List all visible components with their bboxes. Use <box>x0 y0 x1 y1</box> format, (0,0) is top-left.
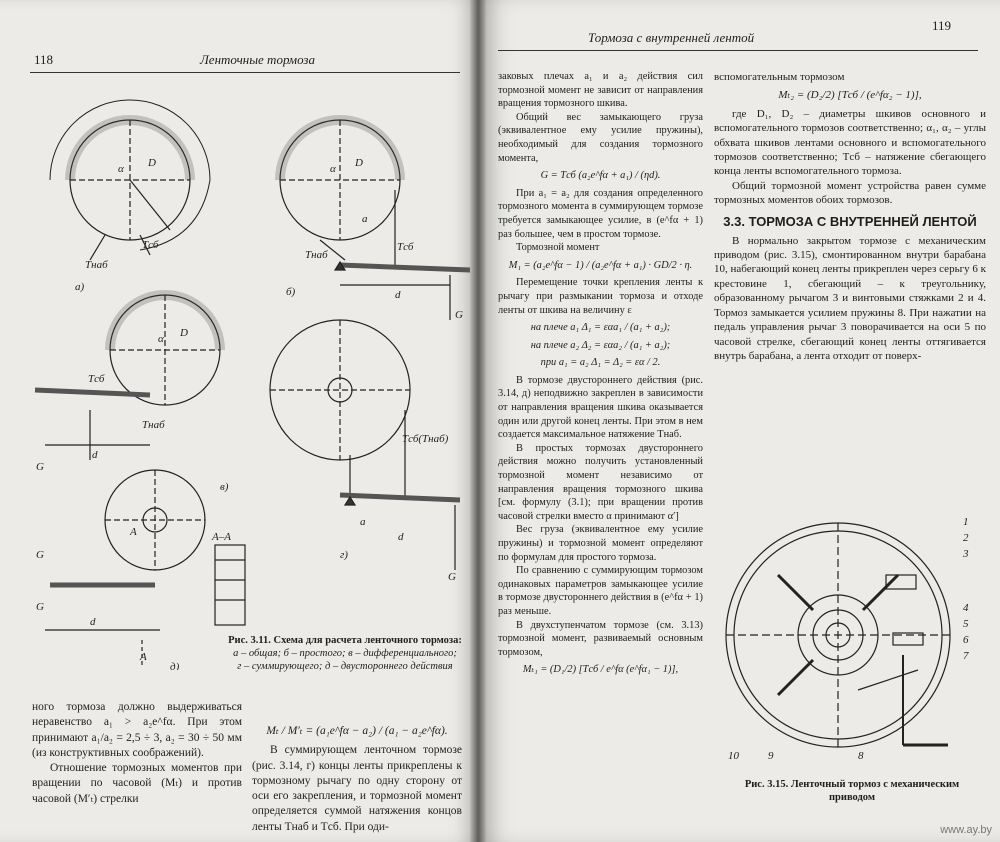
label-D-b: D <box>354 157 363 169</box>
book-gutter <box>470 0 486 842</box>
right-col1-f2: M₁ = (a₂e^fα − 1) / (a₂e^fα + a₁) · GD/2… <box>508 259 693 271</box>
fig315-num-5: 5 <box>963 618 969 630</box>
right-col1-p2: Общий вес замыкающего груза (эквивалентн… <box>498 111 703 164</box>
figure-3-11-v: α D Tсб Tнаб d G в) <box>34 290 229 493</box>
right-col1-f4: Mₜ₁ = (D₁/2) [Tсб / e^fα (e^fα₁ − 1)], <box>522 664 679 676</box>
right-col1-p3: При a₁ = a₂ для создания определенного т… <box>498 187 703 240</box>
right-col1-p7: В простых тормозах двустороннего действи… <box>498 442 703 522</box>
left-running-head: Ленточные тормоза <box>200 52 315 67</box>
fig315-num-10: 10 <box>728 750 740 762</box>
right-head-rule <box>498 50 978 51</box>
label-tsbnab-g: Tсб(Tнаб) <box>402 433 449 445</box>
label-alpha-a: α <box>118 163 124 175</box>
right-col1-text: заковых плечах a₁ и a₂ действия сил торм… <box>498 70 703 681</box>
fig315-num-2: 2 <box>963 532 969 544</box>
label-tnab-v: Tнаб <box>142 419 165 431</box>
label-d: д) <box>170 661 180 670</box>
right-col1-p1: заковых плечах a₁ и a₂ действия сил торм… <box>498 71 703 110</box>
right-col2-p2: где D₁, D₂ – диаметры шкивов основного и… <box>714 107 986 178</box>
left-col1-p2: Отношение тормозных моментов при вращени… <box>32 762 242 805</box>
label-A-bottom: A <box>139 651 147 663</box>
section-3-3-heading: 3.3. ТОРМОЗА С ВНУТРЕННЕЙ ЛЕНТОЙ <box>723 213 977 229</box>
right-col2-p1: вспомогательным тормозом <box>714 71 845 83</box>
label-alpha-b: α <box>330 163 336 175</box>
figure-3-15-caption-title: Рис. 3.15. Ленточный тормоз с механическ… <box>744 779 960 803</box>
label-G-g: G <box>448 571 456 583</box>
right-col1-f1: G = Tсб (a₂e^fα + a₁) / (ηd). <box>540 170 661 182</box>
left-page: 118 Ленточные тормоза α D Tсб Tн <box>0 0 478 842</box>
figure-3-11-b: α D a Tсб Tнаб d G б) <box>275 115 470 321</box>
fig315-num-3: 3 <box>962 548 969 560</box>
label-g: г) <box>340 549 348 561</box>
figure-3-11-g: Tсб(Tнаб) a d G г) <box>269 319 461 583</box>
label-G-b: G <box>455 309 463 321</box>
right-col2-text: вспомогательным тормозом Mₜ₂ = (D₂/2) [T… <box>714 70 986 363</box>
figure-3-15-caption: Рис. 3.15. Ленточный тормоз с механическ… <box>722 778 982 804</box>
label-tsb-a: Tсб <box>142 239 159 251</box>
right-running-head: Тормоза с внутренней лентой <box>588 30 755 45</box>
right-page: Тормоза с внутренней лентой 119 заковых … <box>478 0 1000 842</box>
figure-3-11-d: А–А A A d G G д) <box>36 469 246 670</box>
label-tsb-v: Tсб <box>88 373 105 385</box>
label-section: А–А <box>211 531 231 543</box>
right-col1-p9: По сравнению с суммирующим тормозом один… <box>498 565 703 617</box>
fig315-num-8: 8 <box>858 750 864 762</box>
left-col2-text: Mₜ / M′ₜ = (a₁e^fα − a₂) / (a₁ − a₂e^fα)… <box>252 720 462 835</box>
left-col2-p1: В суммирующем ленточном тормозе (рис. 3.… <box>252 744 462 833</box>
right-col1-p10: В двухступенчатом тормозе (см. 3.13) тор… <box>498 619 703 658</box>
left-col1-p1: ного тормоза должно выдерживаться нераве… <box>32 701 242 759</box>
figure-3-11-caption-line2: г – суммирующего; д – двустороннего дейс… <box>237 661 453 672</box>
right-col1-p4: Тормозной момент <box>516 242 600 254</box>
figure-3-11-caption-line1: а – общая; б – простого; в – дифференциа… <box>233 648 457 659</box>
label-dist-v: d <box>92 449 98 461</box>
figure-3-11-caption: Рис. 3.11. Схема для расчета ленточного … <box>225 634 465 673</box>
label-arm-g: a <box>360 516 366 528</box>
right-col1-p8: Вес груза (эквивалентное ему усилие пруж… <box>498 524 703 563</box>
watermark: www.ay.by <box>940 824 992 836</box>
label-G-v: G <box>36 461 44 473</box>
label-tsb-b: Tсб <box>397 241 414 253</box>
left-col1-text: ного тормоза должно выдерживаться нераве… <box>32 700 242 807</box>
right-col1-p5: Перемещение точки крепления ленты к рыча… <box>498 277 703 316</box>
right-col2-f1: Mₜ₂ = (D₂/2) [Tсб / (e^fα₂ − 1)], <box>778 89 922 102</box>
label-arm-b: a <box>362 213 368 225</box>
right-col1-f3a: на плече a₁ Δ₁ = εαa₁ / (a₁ + a₂); <box>530 322 671 334</box>
right-col2-p3: Общий тормозной момент устройства равен … <box>714 179 986 207</box>
right-page-number: 119 <box>932 18 952 33</box>
fig315-num-6: 6 <box>963 634 969 646</box>
right-col2-p4: В нормально закрытом тормозе с механичес… <box>714 234 986 362</box>
label-D-v: D <box>179 327 188 339</box>
fig315-num-9: 9 <box>768 750 774 762</box>
label-alpha-v: α <box>158 333 164 345</box>
label-G-d1: G <box>36 549 44 561</box>
fig315-num-7: 7 <box>963 650 969 662</box>
figure-3-11-a: α D Tсб Tнаб а) <box>49 99 211 293</box>
right-col1-f3b: на плече a₂ Δ₂ = εαa₂ / (a₁ + a₂); <box>530 339 671 351</box>
label-A-top: A <box>129 526 137 538</box>
label-v: в) <box>220 481 229 493</box>
left-page-number: 118 <box>34 52 54 67</box>
label-D-a: D <box>147 157 156 169</box>
left-head-rule <box>30 72 460 73</box>
label-G-d2: G <box>36 601 44 613</box>
label-a: а) <box>75 281 85 293</box>
fig315-num-1: 1 <box>963 516 969 528</box>
label-b: б) <box>286 286 296 298</box>
label-dist-g: d <box>398 531 404 543</box>
figure-3-15: 1 2 3 4 5 6 7 8 9 10 <box>718 515 983 765</box>
figure-3-11-caption-title: Рис. 3.11. Схема для расчета ленточного … <box>228 635 462 646</box>
fig315-num-4: 4 <box>963 602 969 614</box>
figure-3-11: α D Tсб Tнаб а) <box>30 80 470 670</box>
right-col1-f3c: при a₁ = a₂ Δ₁ = Δ₂ = εα / 2. <box>540 357 661 369</box>
left-col2-formula: Mₜ / M′ₜ = (a₁e^fα − a₂) / (a₁ − a₂e^fα)… <box>266 725 448 737</box>
label-tnab-a: Tнаб <box>85 259 108 271</box>
label-dist-d: d <box>90 616 96 628</box>
label-dist-b: d <box>395 289 401 301</box>
label-tnab-b: Tнаб <box>305 249 328 261</box>
right-col1-p6: В тормозе двустороннего действия (рис. 3… <box>498 374 703 441</box>
